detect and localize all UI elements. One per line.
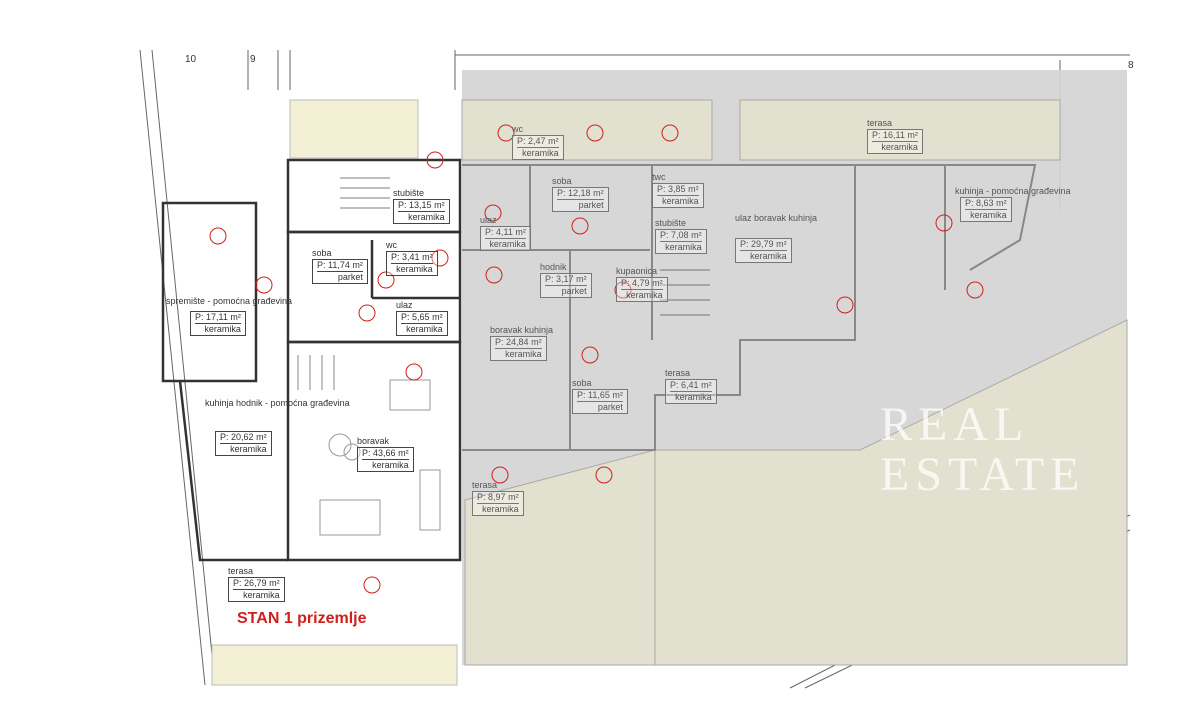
room-name: boravak bbox=[357, 436, 390, 446]
room-name: spremište - pomoćna građevina bbox=[166, 296, 293, 306]
room-floor: keramika bbox=[401, 323, 443, 335]
room-area: P: 8,63 m² bbox=[965, 198, 1007, 208]
room-name: boravak kuhinja bbox=[490, 325, 554, 335]
room-floor: keramika bbox=[477, 503, 519, 515]
grid-number: 9 bbox=[250, 54, 256, 65]
grid-number: 10 bbox=[185, 54, 197, 65]
room-floor: keramika bbox=[517, 147, 559, 159]
room-floor: keramika bbox=[220, 443, 267, 455]
room-floor: keramika bbox=[398, 211, 445, 223]
room-label: kuhinja hodnik - pomoćna građevina P: 20,… bbox=[205, 398, 350, 456]
room-name: hodnik bbox=[540, 262, 567, 272]
room-name: soba bbox=[552, 176, 572, 186]
room-floor: keramika bbox=[740, 250, 787, 262]
watermark-line: ESTATE bbox=[880, 448, 1086, 501]
room-area: P: 6,41 m² bbox=[670, 380, 712, 390]
room-area: P: 3,85 m² bbox=[657, 184, 699, 194]
room-name: terasa bbox=[665, 368, 691, 378]
room-area: P: 24,84 m² bbox=[495, 337, 542, 347]
room-name: twc bbox=[652, 172, 666, 182]
room-floor: keramika bbox=[495, 348, 542, 360]
room-floor: keramika bbox=[660, 241, 702, 253]
room-label: spremište - pomoćna građevina P: 17,11 m²… bbox=[166, 296, 292, 336]
room-name: wc bbox=[386, 240, 397, 250]
room-floor: keramika bbox=[872, 141, 918, 153]
room-area: P: 17,11 m² bbox=[195, 312, 241, 322]
room-area: P: 4,79 m² bbox=[621, 278, 663, 288]
room-floor: keramika bbox=[621, 289, 663, 301]
room-area: P: 11,65 m² bbox=[577, 390, 623, 400]
room-name: ulaz boravak kuhinja bbox=[735, 213, 818, 223]
room-floor: parket bbox=[317, 271, 363, 283]
room-area: P: 26,79 m² bbox=[233, 578, 280, 588]
room-name: ulaz bbox=[396, 300, 413, 310]
room-floor: keramika bbox=[362, 459, 409, 471]
room-name: terasa bbox=[867, 118, 893, 128]
room-name: kupaonica bbox=[616, 266, 658, 276]
room-floor: keramika bbox=[195, 323, 241, 335]
room-name: kuhinja - pomoćna građevina bbox=[955, 186, 1071, 196]
room-name: wc bbox=[512, 124, 523, 134]
room-floor: keramika bbox=[391, 263, 433, 275]
room-name: stubište bbox=[655, 218, 687, 228]
room-floor: keramika bbox=[965, 209, 1007, 221]
room-name: soba bbox=[312, 248, 332, 258]
room-area: P: 7,08 m² bbox=[660, 230, 702, 240]
grid-number: 8 bbox=[1128, 60, 1134, 71]
room-name: kuhinja hodnik - pomoćna građevina bbox=[205, 398, 350, 408]
room-floor: keramika bbox=[485, 238, 526, 250]
room-name: terasa bbox=[472, 480, 498, 490]
room-area: P: 3,17 m² bbox=[545, 274, 587, 284]
room-area: P: 11,74 m² bbox=[317, 260, 363, 270]
room-area: P: 12,18 m² bbox=[557, 188, 604, 198]
room-name: soba bbox=[572, 378, 592, 388]
room-area: P: 43,66 m² bbox=[362, 448, 409, 458]
room-floor: parket bbox=[577, 401, 623, 413]
room-area: P: 29,79 m² bbox=[740, 239, 787, 249]
room-area: P: 16,11 m² bbox=[872, 130, 918, 140]
watermark-line: REAL bbox=[880, 398, 1030, 451]
room-floor: parket bbox=[545, 285, 587, 297]
room-floor: keramika bbox=[670, 391, 712, 403]
room-area: P: 5,65 m² bbox=[401, 312, 443, 322]
room-area: P: 8,97 m² bbox=[477, 492, 519, 502]
room-area: P: 3,41 m² bbox=[391, 252, 433, 262]
room-area: P: 13,15 m² bbox=[398, 200, 445, 210]
room-name: ulaz bbox=[480, 215, 497, 225]
room-floor: parket bbox=[557, 199, 604, 211]
room-name: stubište bbox=[393, 188, 425, 198]
room-area: P: 4,11 m² bbox=[485, 227, 526, 237]
room-name: terasa bbox=[228, 566, 254, 576]
room-area: P: 2,47 m² bbox=[517, 136, 559, 146]
room-floor: keramika bbox=[657, 195, 699, 207]
room-floor: keramika bbox=[233, 589, 280, 601]
plan-title: STAN 1 prizemlje bbox=[237, 610, 367, 627]
room-area: P: 20,62 m² bbox=[220, 432, 267, 442]
